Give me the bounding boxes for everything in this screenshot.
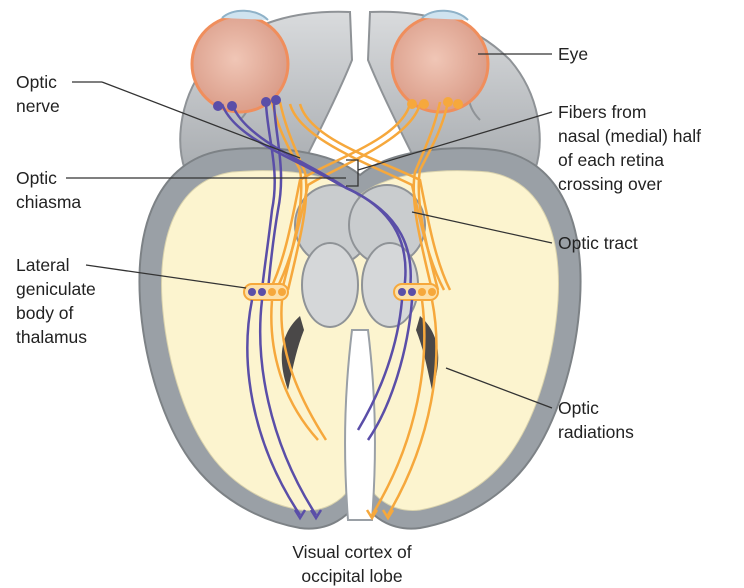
label-eye: Eye [558, 42, 588, 66]
label-optic-chiasma: Optic chiasma [16, 166, 81, 214]
label-optic-tract: Optic tract [558, 231, 638, 255]
label-lateral-geniculate: Lateral geniculate body of thalamus [16, 253, 96, 349]
label-visual-cortex: Visual cortex of occipital lobe [252, 540, 452, 588]
label-optic-radiations: Optic radiations [558, 396, 634, 444]
right-lateral-geniculate [394, 284, 438, 300]
label-fibers-crossing: Fibers from nasal (medial) half of each … [558, 100, 701, 196]
left-lateral-geniculate [244, 284, 288, 300]
label-optic-nerve: Optic nerve [16, 70, 60, 118]
